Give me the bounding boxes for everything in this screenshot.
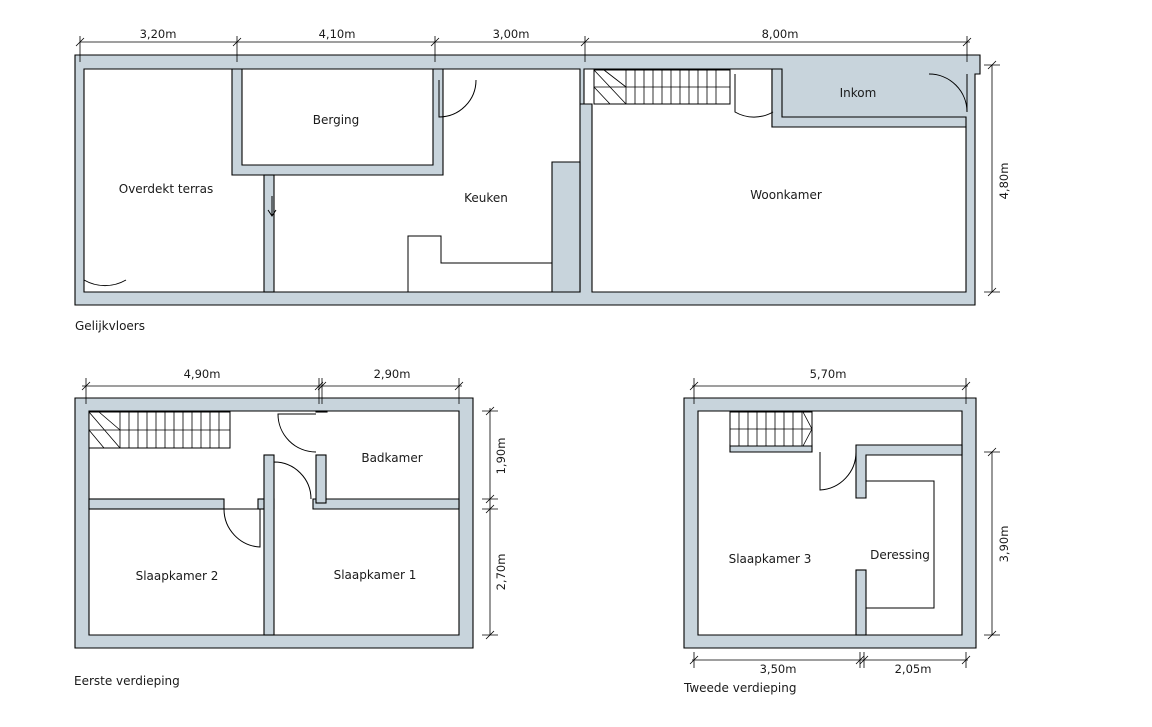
ground-floor [74, 36, 1000, 306]
dimension-label: 2,90m [374, 367, 411, 381]
dimension-label: 2,05m [895, 662, 932, 676]
second-floor-walls [683, 397, 977, 649]
dimension-label: 1,90m [494, 438, 508, 475]
room-label-keuken: Keuken [464, 191, 508, 205]
kitchen-fixtures [407, 161, 580, 292]
first-floor-walls [74, 397, 474, 649]
dimension-label: 4,90m [184, 367, 221, 381]
stairs-ground [593, 69, 731, 105]
second-dimensions [689, 378, 1000, 668]
room-label-slaapkamer-3: Slaapkamer 3 [729, 552, 812, 566]
dimension-label: 4,80m [997, 163, 1011, 200]
first-floor [74, 378, 498, 649]
room-label-deressing: Deressing [870, 548, 930, 562]
room-label-overdekt-terras: Overdekt terras [119, 182, 213, 196]
room-label-woonkamer: Woonkamer [750, 188, 822, 202]
second-floor [683, 378, 1000, 668]
dimension-label: 4,10m [319, 27, 356, 41]
first-doors [223, 413, 317, 548]
room-label-badkamer: Badkamer [361, 451, 422, 465]
dimension-label: 3,00m [493, 27, 530, 41]
labels: Overdekt terras Berging Keuken Woonkamer… [74, 27, 1011, 695]
ground-doors [83, 73, 968, 287]
dimension-label: 8,00m [762, 27, 799, 41]
dimension-label: 3,50m [760, 662, 797, 676]
dimension-label: 3,90m [997, 526, 1011, 563]
dimension-label: 2,70m [494, 554, 508, 591]
room-label-berging: Berging [313, 113, 360, 127]
dimension-label: 5,70m [810, 367, 847, 381]
second-fixtures [819, 451, 935, 609]
floor-title-tweede-verdieping: Tweede verdieping [683, 681, 796, 695]
dimension-label: 3,20m [140, 27, 177, 41]
floor-title-gelijkvloers: Gelijkvloers [75, 319, 145, 333]
first-dimensions [81, 378, 498, 640]
stairs-second [729, 411, 813, 447]
room-label-slaapkamer-2: Slaapkamer 2 [136, 569, 219, 583]
room-label-inkom: Inkom [840, 86, 877, 100]
ground-dimensions [75, 36, 1000, 297]
floor-title-eerste-verdieping: Eerste verdieping [74, 674, 180, 688]
stairs-first [88, 411, 231, 449]
room-label-slaapkamer-1: Slaapkamer 1 [334, 568, 417, 582]
ground-floor-walls [74, 54, 981, 306]
